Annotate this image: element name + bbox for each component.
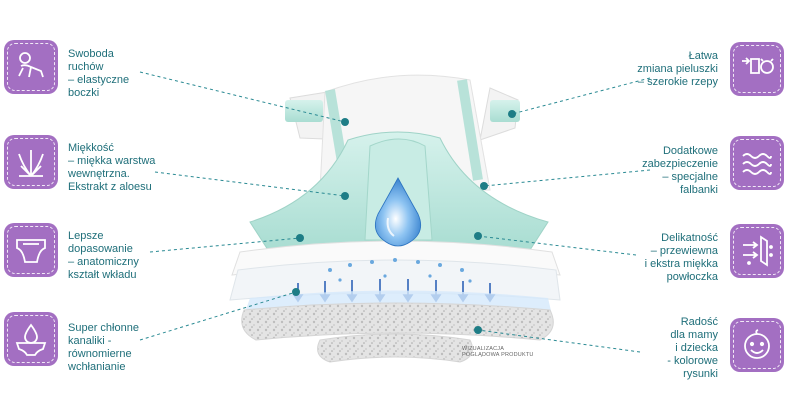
- feature-text: Miękkość – miękka warstwa wewnętrzna. Ek…: [68, 142, 156, 193]
- feature-text: Delikatność – przewiewna i ekstra miękka…: [644, 232, 718, 283]
- breathable-layer-icon: [730, 224, 784, 278]
- feature-text: Lepsze dopasowanie – anatomiczny kształt…: [68, 230, 139, 281]
- left-tape: [285, 100, 323, 122]
- feature-text: Radość dla mamy i dziecka - kolorowe rys…: [667, 316, 718, 380]
- happy-baby-icon: [730, 318, 784, 372]
- feature-label-freedom: Swoboda ruchów – elastyczne boczki: [68, 48, 129, 100]
- feature-text: Łatwa zmiana pieluszki – szerokie rzepy: [637, 50, 718, 88]
- baby-crawling-icon: [4, 40, 58, 94]
- feature-label-absorb: Super chłonne kanaliki - równomierne wch…: [68, 322, 139, 374]
- drop-diaper-icon: [4, 312, 58, 366]
- diaper-change-icon: [730, 42, 784, 96]
- feature-text: Dodatkowe zabezpieczenie – specjalne fal…: [642, 145, 718, 196]
- visualization-note: WIZUALIZACJA POGLĄDOWA PRODUKTU: [462, 346, 534, 358]
- feature-label-softness: Miękkość – miękka warstwa wewnętrzna. Ek…: [68, 142, 155, 194]
- leader-lines: [139, 71, 651, 353]
- aloe-leaf-icon: [4, 135, 58, 189]
- feature-label-protection: Dodatkowe zabezpieczenie – specjalne fal…: [642, 145, 718, 197]
- waves-icon: [730, 136, 784, 190]
- feature-text: Swoboda ruchów – elastyczne boczki: [68, 48, 130, 99]
- feature-text: Super chłonne kanaliki - równomierne wch…: [68, 322, 139, 373]
- diaper-icon: [4, 223, 58, 277]
- feature-label-joy: Radość dla mamy i dziecka - kolorowe rys…: [667, 316, 718, 381]
- feature-label-change: Łatwa zmiana pieluszki – szerokie rzepy: [637, 50, 718, 89]
- droplets: [328, 258, 472, 283]
- water-drop-icon: [374, 177, 422, 247]
- right-tape: [490, 100, 520, 122]
- feature-label-fit: Lepsze dopasowanie – anatomiczny kształt…: [68, 230, 139, 282]
- feature-label-gentle: Delikatność – przewiewna i ekstra miękka…: [645, 232, 718, 284]
